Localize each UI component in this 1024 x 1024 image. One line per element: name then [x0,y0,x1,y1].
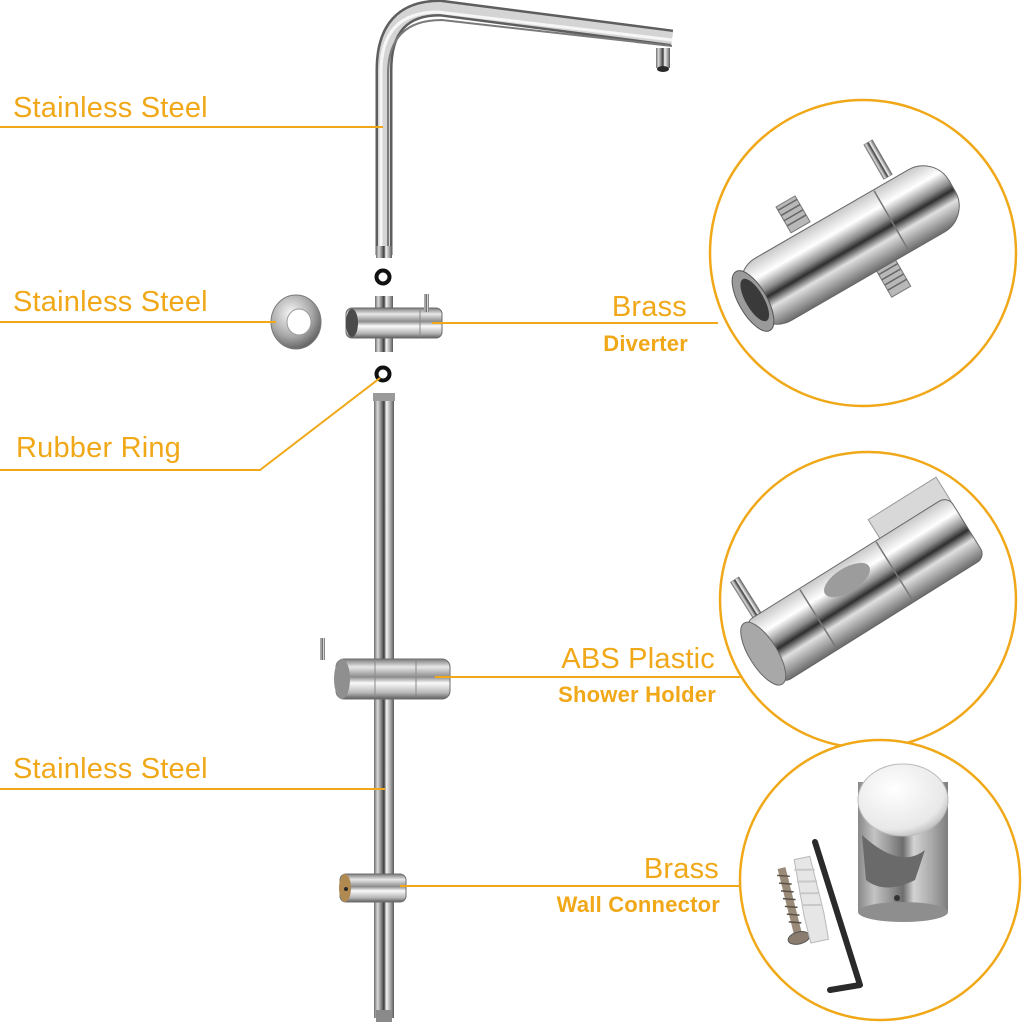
rubber-ring-upper [374,268,392,286]
label-shower-arm-material: Stainless Steel [13,92,208,124]
label-slide-bar-material: Stainless Steel [13,753,208,785]
label-diverter-material: Brass [611,291,687,323]
shower-arm [375,0,674,258]
leader-lines [0,126,750,887]
label-wall-connector-name: Wall Connector [556,892,720,917]
rubber-ring-lower [374,365,392,383]
label-shower-holder-material: ABS Plastic [561,643,715,675]
shower-holder-large [730,476,983,686]
label-diverter-name: Diverter [603,331,688,356]
slide-bar [373,393,395,1022]
diverter-large [731,139,960,332]
label-wall-flange-material: Stainless Steel [13,286,208,318]
wall-connector-small [339,873,407,903]
label-rubber-ring: Rubber Ring [16,432,182,464]
label-shower-holder-name: Shower Holder [558,682,716,707]
shower-holder-small [320,638,451,700]
diverter-small [345,294,443,352]
wall-flange [270,294,322,350]
label-wall-connector-material: Brass [643,853,719,885]
wall-connector-kit [777,763,949,993]
